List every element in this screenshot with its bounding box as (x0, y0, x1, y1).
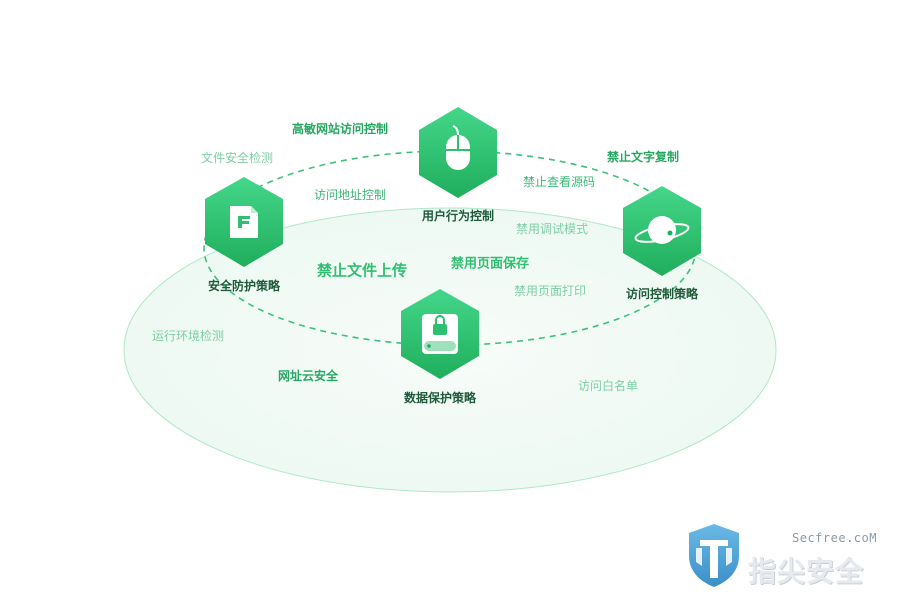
watermark-brand: 指尖安全 (748, 555, 865, 588)
node-title-access-policy: 访问控制策略 (625, 287, 699, 301)
label-disable-page-save: 禁用页面保存 (450, 256, 530, 272)
label-runtime-env-check: 运行环境检测 (151, 329, 225, 343)
shield-logo-icon (689, 524, 739, 587)
label-address-control: 访问地址控制 (313, 188, 387, 202)
label-disable-debug-mode: 禁用调试模式 (515, 222, 589, 236)
lock-drive-icon (422, 314, 458, 354)
node-title-data-protection: 数据保护策略 (403, 391, 477, 405)
label-disable-text-copy: 禁止文字复制 (606, 150, 680, 164)
label-disable-page-print: 禁用页面打印 (513, 284, 587, 298)
label-disable-view-source: 禁止查看源码 (522, 175, 596, 189)
label-access-whitelist: 访问白名单 (577, 379, 639, 393)
label-disable-file-upload: 禁止文件上传 (316, 261, 408, 280)
node-title-user-behavior: 用户行为控制 (421, 209, 495, 223)
node-title-security-policy: 安全防护策略 (207, 279, 281, 293)
mouse-icon (446, 125, 470, 170)
label-sensitive-sites: 高敏网站访问控制 (291, 122, 389, 136)
label-url-cloud-security: 网址云安全 (277, 369, 339, 383)
document-icon (230, 206, 258, 238)
planet-icon (634, 216, 690, 244)
watermark-url: Secfree.coM (792, 531, 877, 545)
label-file-security-check: 文件安全检测 (200, 151, 274, 165)
